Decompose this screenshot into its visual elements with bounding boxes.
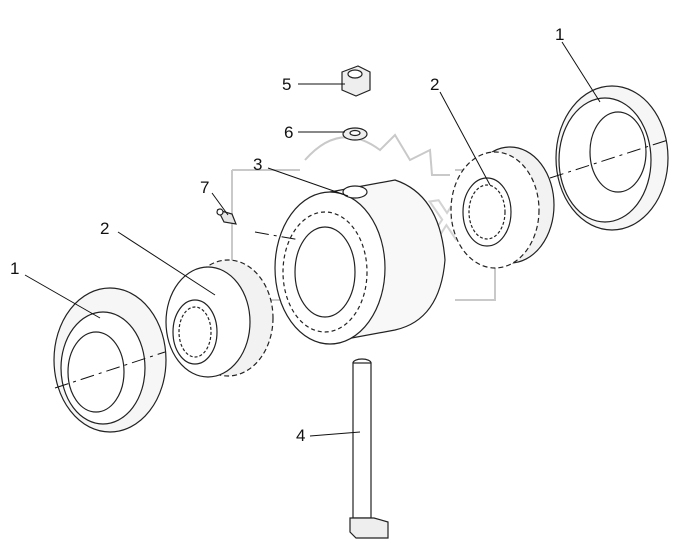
splined-gear-left [165,259,274,378]
leader-lines [24,41,601,437]
callout-housing: 3 [253,155,262,174]
washer-right [549,85,669,231]
splined-gear-right [450,146,555,269]
differential-housing [274,179,446,345]
nut [341,65,371,97]
washer-left [53,287,167,433]
callout-gear-left: 2 [100,219,109,238]
callout-gear-right: 2 [430,75,439,94]
callout-grease-fitting: 7 [200,178,209,197]
callout-bolt: 4 [296,426,305,445]
callout-nut: 5 [282,75,291,94]
lock-washer [342,127,368,141]
grease-fitting [216,208,237,225]
bolt [349,358,389,539]
callout-washer-right: 1 [555,25,564,44]
callout-washer-left: 1 [10,259,19,278]
callout-labels: 1 2 3 4 5 6 7 2 1 [10,25,564,445]
callout-lock-washer: 6 [284,123,293,142]
